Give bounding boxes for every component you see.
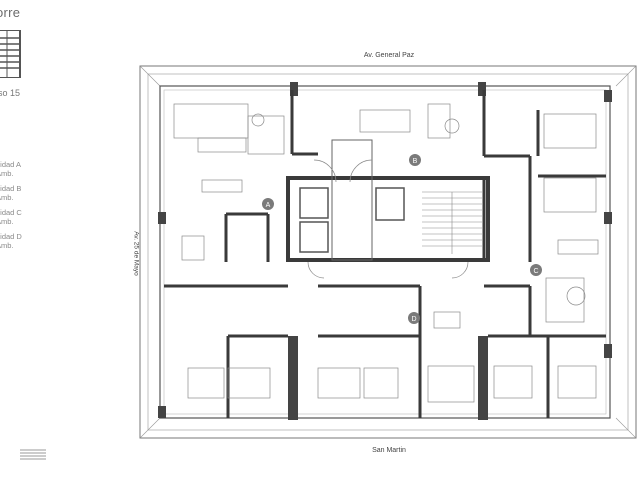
building-facade xyxy=(159,85,611,419)
core-walls xyxy=(286,176,490,262)
elevator-3 xyxy=(375,187,405,221)
unit-tag-b: B xyxy=(413,158,418,165)
elevator-2 xyxy=(299,221,329,253)
unit-rooms: Amb. xyxy=(0,241,14,250)
street-label-top: Av. General Paz xyxy=(363,52,415,59)
floor-plan: Av. General Paz San Martin Av. 25 de May… xyxy=(133,0,640,480)
unit-item-b[interactable]: nidad B Amb. xyxy=(0,184,22,208)
unit-item-c[interactable]: nidad C Amb. xyxy=(0,208,22,232)
unit-tag-c: C xyxy=(533,268,538,275)
unit-tag-d: D xyxy=(411,316,416,323)
staircase xyxy=(422,191,482,254)
elevator-1 xyxy=(299,187,329,219)
unit-name: nidad C xyxy=(0,208,22,217)
unit-list: nidad A Amb. nidad B Amb. nidad C Amb. n… xyxy=(0,160,22,256)
interior-walls xyxy=(164,90,606,418)
unit-tag-c-marker xyxy=(530,264,542,276)
unit-name: nidad D xyxy=(0,232,22,241)
unit-tag-d-marker xyxy=(408,312,420,324)
columns xyxy=(158,82,612,420)
unit-name: nidad B xyxy=(0,184,22,193)
unit-rooms: Amb. xyxy=(0,193,14,202)
unit-name: nidad A xyxy=(0,160,22,169)
brand-title: orre xyxy=(0,5,21,20)
scale-bar-icon xyxy=(20,449,46,460)
furniture xyxy=(173,103,599,403)
unit-rooms: Amb. xyxy=(0,217,14,226)
floor-label: iso 15 xyxy=(0,88,21,98)
unit-tag-a: A xyxy=(266,202,271,209)
terrace-inner xyxy=(147,73,629,431)
unit-rooms: Amb. xyxy=(0,169,14,178)
plan-drawing: A B C D xyxy=(139,65,637,439)
tower-logo-icon xyxy=(0,30,21,78)
unit-item-d[interactable]: nidad D Amb. xyxy=(0,232,22,256)
unit-tag-a-marker xyxy=(262,198,274,210)
terrace-outline xyxy=(139,65,637,439)
unit-tag-b-marker xyxy=(409,154,421,166)
sidebar: orre iso 15 nidad A Amb. nidad B Amb. ni… xyxy=(0,0,135,480)
unit-item-a[interactable]: nidad A Amb. xyxy=(0,160,22,184)
street-label-bottom: San Martin xyxy=(372,447,406,454)
